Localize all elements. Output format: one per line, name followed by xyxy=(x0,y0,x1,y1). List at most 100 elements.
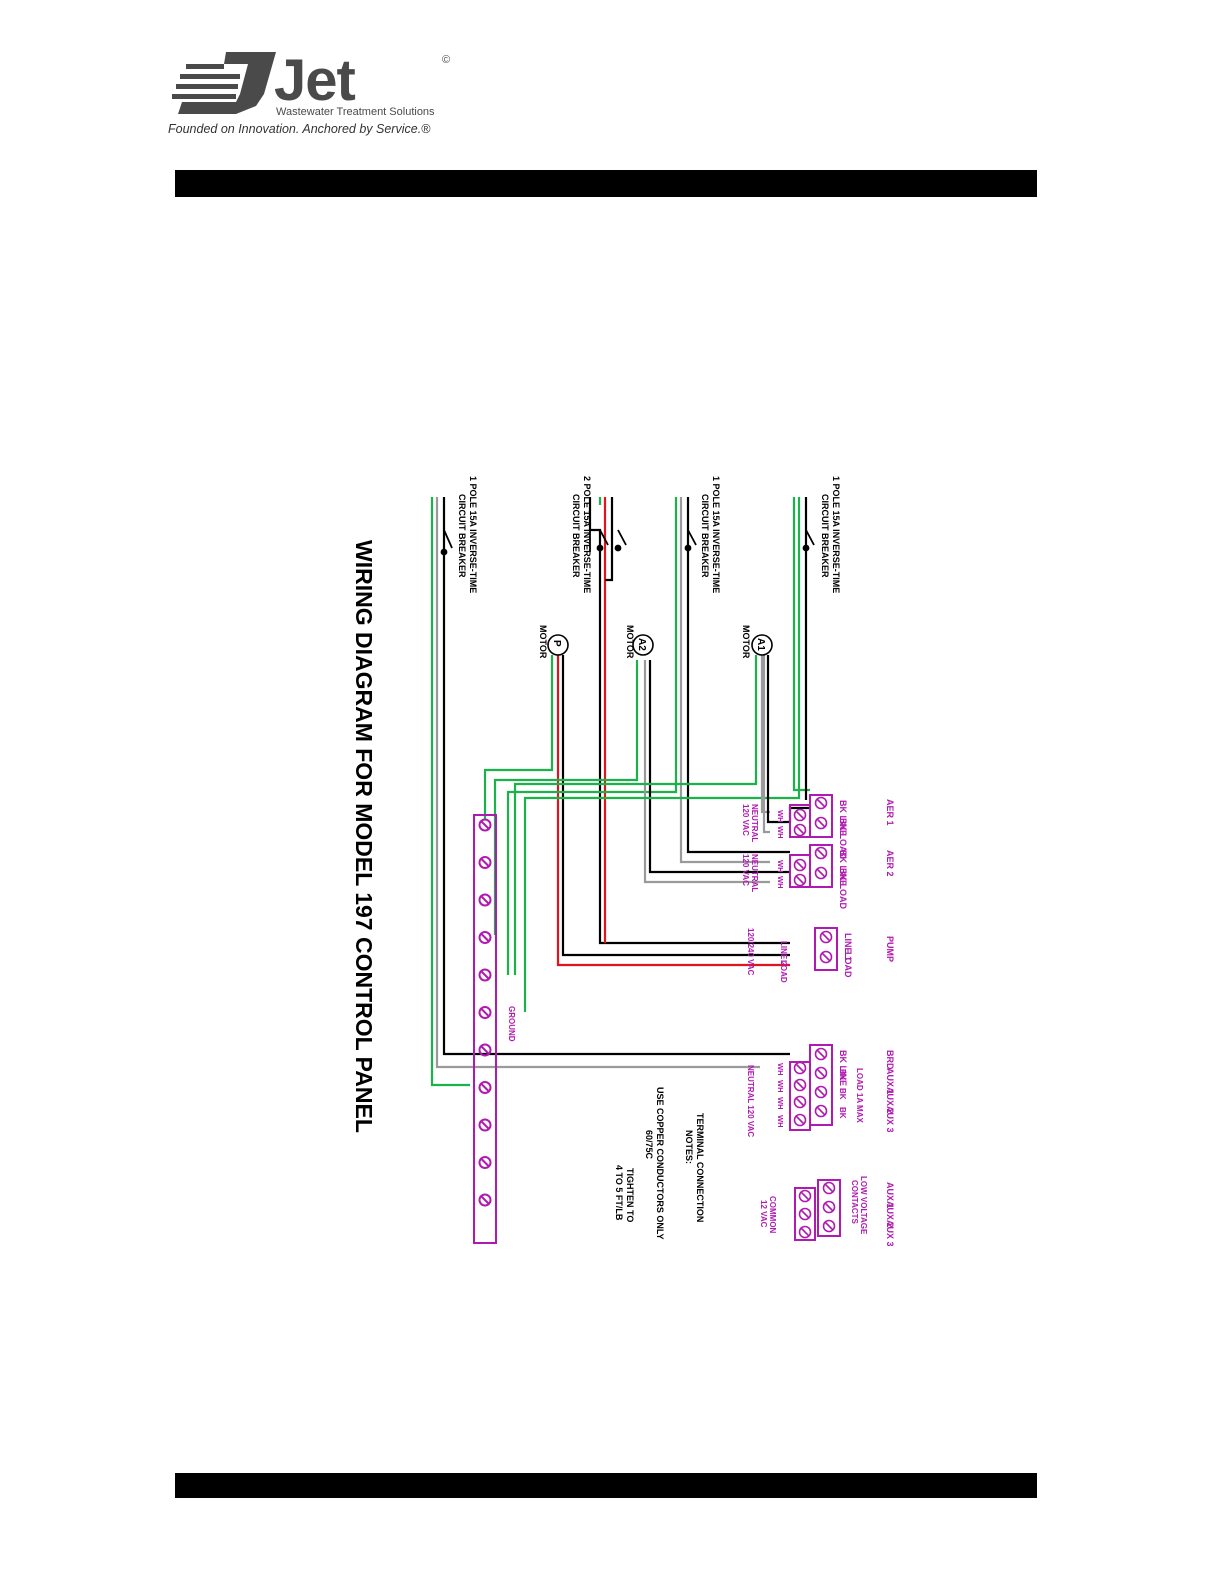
wire-green-b3 xyxy=(506,497,678,975)
aer2-label: AER 2 xyxy=(885,850,895,877)
header-bar xyxy=(175,170,1037,197)
terminal-screw xyxy=(798,1207,812,1221)
terminal-screw xyxy=(793,858,807,872)
motor-label: MOTOR xyxy=(538,625,548,659)
pump-line1-label: LINE 1 xyxy=(843,933,853,961)
aer2-terminal-block xyxy=(809,844,833,888)
aer1-neutral-label: 120 VAC xyxy=(741,804,750,836)
motor-a1-symbol xyxy=(751,634,773,656)
company-logo: Jet © Wastewater Treatment Solutions Fou… xyxy=(168,50,468,140)
breaker-label: CIRCUIT BREAKER xyxy=(820,494,830,578)
footer-bar xyxy=(175,1473,1037,1498)
notes-line: USE COPPER CONDUCTORS ONLY xyxy=(655,1087,665,1240)
breaker-label: 1 POLE 15A INVERSE-TIME xyxy=(468,476,478,593)
common-label: COMMON xyxy=(768,1196,777,1234)
aer1-neutral-label: NEUTRAL xyxy=(750,804,759,842)
logo-tagline: Founded on Innovation. Anchored by Servi… xyxy=(168,122,431,136)
terminal-screw xyxy=(822,1200,836,1214)
ground-bus-terminal xyxy=(478,1006,492,1019)
ground-bus-terminal xyxy=(478,968,492,982)
alarm-neutral-label: NEUTRAL 120 VAC xyxy=(746,1065,755,1137)
lv-contacts-label: CONTACTS xyxy=(850,1180,859,1225)
ground-bus-terminal xyxy=(478,856,492,869)
ground-bus-terminal xyxy=(478,1081,492,1094)
terminal-screw xyxy=(814,1085,828,1099)
notes-line: TIGHTEN TO xyxy=(625,1168,635,1222)
motor-label: MOTOR xyxy=(625,625,635,659)
wire-gray-b1 xyxy=(435,497,760,1069)
breaker-label: 1 POLE 15A INVERSE-TIME xyxy=(831,476,841,593)
pump-line2-label: LINE 2 xyxy=(779,941,788,966)
motor-p-symbol xyxy=(547,634,569,656)
alarm-aux1-label: AUX 1 xyxy=(885,1068,895,1095)
terminal-screw xyxy=(793,1061,807,1075)
terminal-screw xyxy=(822,1181,836,1195)
alarm-load-max-label: LOAD 1A MAX xyxy=(855,1068,864,1123)
terminal-screw xyxy=(793,873,807,887)
wire-gray-a1b xyxy=(762,655,770,834)
ground-bus-terminal xyxy=(478,1043,492,1057)
notes-line: 4 TO 5 FT/LB xyxy=(614,1165,624,1221)
alarm-bk-label: BK xyxy=(838,1069,847,1081)
terminal-screw xyxy=(793,823,807,837)
terminal-screw xyxy=(814,796,828,810)
motor-a1-symbol-label: A1 xyxy=(755,638,766,651)
terminal-screw xyxy=(814,866,828,880)
alarm-wh-label: WH xyxy=(776,1097,785,1110)
lv-aux1-label: AUX 1 xyxy=(885,1182,895,1209)
wire-red-p xyxy=(556,655,790,967)
terminal-screw xyxy=(819,950,833,964)
aer2-neutral-label: NEUTRAL xyxy=(750,854,759,892)
low-voltage-block xyxy=(817,1179,841,1237)
aer1-neutral-block xyxy=(789,804,811,838)
terminal-screw xyxy=(793,1095,807,1109)
lv-aux3-label: AUX 3 xyxy=(885,1220,895,1247)
wire-green-p xyxy=(483,655,554,820)
ground-bus-terminal xyxy=(478,931,492,944)
terminal-screw xyxy=(798,1189,812,1203)
wire-black-p xyxy=(561,655,790,957)
wire-green-b4 xyxy=(792,497,810,792)
aer2-line-label: BK LINE xyxy=(838,850,848,886)
diagram-title: WIRING DIAGRAM FOR MODEL 197 CONTROL PAN… xyxy=(351,540,377,1133)
pump-voltage-label: 120/240 VAC xyxy=(746,928,755,976)
motor-p-symbol-label: P xyxy=(551,640,562,647)
motor-a2-symbol-label: A2 xyxy=(636,638,647,651)
alarm-terminal-block xyxy=(809,1044,833,1126)
wire-black-b3 xyxy=(686,497,790,854)
breaker-label: 1 POLE 15A INVERSE-TIME xyxy=(711,476,721,593)
terminal-screw xyxy=(814,1104,828,1118)
alarm-bk-label: BK xyxy=(838,1107,847,1119)
wire-black-b2a xyxy=(588,497,790,945)
terminal-screw xyxy=(814,1066,828,1080)
jet-logo-icon xyxy=(172,52,276,114)
pump-label: PUMP xyxy=(885,936,895,962)
terminal-screw xyxy=(814,846,828,860)
notes-heading: NOTES: xyxy=(684,1130,694,1164)
common-label: 12 VAC xyxy=(759,1200,768,1228)
aer1-load-label: BK LOAD xyxy=(838,818,848,859)
wire-green-b4b xyxy=(523,497,801,1012)
alarm-wh-label: WH xyxy=(776,1115,785,1128)
breaker-label: 2 POLE 15A INVERSE-TIME xyxy=(582,476,592,593)
wire-black-a2 xyxy=(648,660,790,874)
ground-bus-terminal xyxy=(478,1156,492,1169)
logo-wordmark: Jet xyxy=(274,48,356,113)
motor-label: MOTOR xyxy=(741,625,751,659)
pump-terminal-block xyxy=(814,927,838,971)
aer1-terminal-block xyxy=(809,794,833,838)
wire-gray-b3 xyxy=(679,497,770,864)
notes-heading: TERMINAL CONNECTION xyxy=(695,1113,705,1222)
aer2-neutral-label: 120 VAC xyxy=(741,854,750,886)
pump-load-label: LOAD xyxy=(843,952,853,978)
aer1-wh-label: WH xyxy=(776,826,785,839)
ground-label: GROUND xyxy=(507,1006,516,1042)
breaker-label: CIRCUIT BREAKER xyxy=(457,494,467,578)
terminal-screw xyxy=(798,1225,812,1239)
terminal-screw xyxy=(822,1219,836,1233)
wire-green-b1 xyxy=(430,497,470,1087)
alarm-wh-label: WH xyxy=(776,1063,785,1076)
terminal-screw xyxy=(793,808,807,822)
notes-line: 60/75C xyxy=(644,1130,654,1160)
